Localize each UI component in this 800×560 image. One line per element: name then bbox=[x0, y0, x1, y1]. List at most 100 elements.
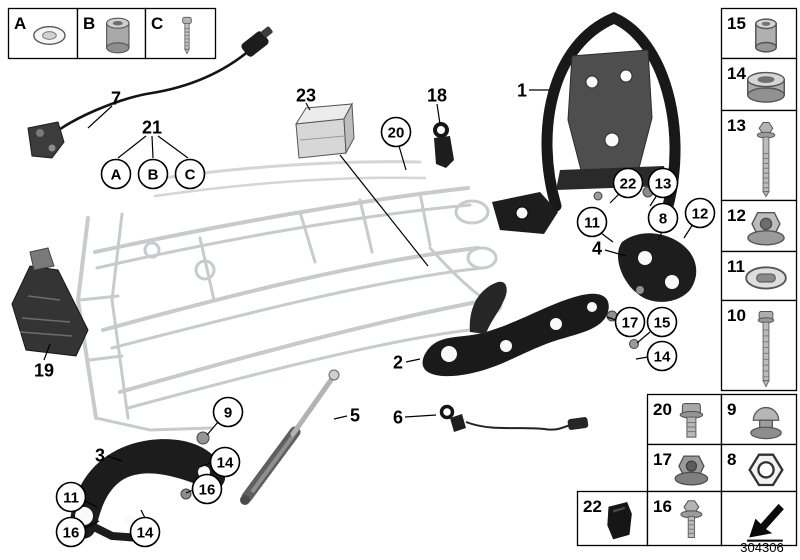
part-box-direction_arrow[interactable] bbox=[720, 490, 798, 547]
callout-number: 14 bbox=[217, 454, 234, 471]
part-box-label: C bbox=[151, 14, 163, 33]
part-box-C[interactable]: C bbox=[144, 7, 217, 60]
leader-lines bbox=[43, 89, 694, 529]
part-box-label: 13 bbox=[727, 116, 746, 135]
callout-number: 22 bbox=[620, 175, 637, 192]
callout-number: 14 bbox=[654, 348, 671, 365]
part-box-12[interactable]: 12 bbox=[720, 199, 798, 253]
part-label-2[interactable]: 2 bbox=[393, 352, 403, 372]
callout-C[interactable]: C bbox=[174, 158, 206, 190]
callout-number: 8 bbox=[659, 210, 667, 227]
callout-number: 14 bbox=[137, 524, 154, 541]
grommet-icon bbox=[745, 266, 787, 290]
callout-16[interactable]: 16 bbox=[55, 516, 87, 548]
part-5-gas-strut bbox=[240, 369, 340, 505]
part-box-13[interactable]: 13 bbox=[720, 109, 798, 202]
document-number: 304306 bbox=[740, 540, 783, 555]
part-label-19[interactable]: 19 bbox=[34, 360, 54, 380]
folding-top-frame-ghost bbox=[75, 160, 503, 432]
part-box-label: A bbox=[14, 14, 26, 33]
flange_nut-icon bbox=[747, 212, 785, 246]
callout-12[interactable]: 12 bbox=[684, 197, 716, 229]
callout-13[interactable]: 13 bbox=[647, 167, 679, 199]
part-label-6[interactable]: 6 bbox=[393, 407, 403, 427]
screw_washer-icon bbox=[680, 500, 703, 539]
part-2-main-bracket bbox=[422, 281, 639, 377]
part-18-bracket bbox=[433, 122, 454, 168]
callout-number: 16 bbox=[63, 524, 80, 541]
callout-11[interactable]: 11 bbox=[576, 206, 608, 238]
part-box-8[interactable]: 8 bbox=[720, 443, 798, 493]
part-label-7[interactable]: 7 bbox=[111, 88, 121, 108]
washer-icon bbox=[33, 26, 66, 45]
callout-20[interactable]: 20 bbox=[380, 116, 412, 148]
callout-number: C bbox=[185, 166, 196, 183]
callout-A[interactable]: A bbox=[100, 158, 132, 190]
callout-number: A bbox=[111, 166, 122, 183]
part-6-sensor-clip bbox=[439, 404, 589, 432]
part-box-label: 22 bbox=[583, 497, 602, 516]
part-box-11[interactable]: 11 bbox=[720, 250, 798, 302]
sensor-cable-plug bbox=[567, 417, 589, 430]
callout-14[interactable]: 14 bbox=[129, 516, 161, 548]
part-23-module bbox=[295, 102, 355, 159]
part-box-20[interactable]: 20 bbox=[646, 393, 723, 446]
callout-14[interactable]: 14 bbox=[646, 340, 678, 372]
screw_long-icon bbox=[757, 310, 775, 388]
part-box-label: B bbox=[83, 14, 95, 33]
callout-number: 15 bbox=[654, 314, 671, 331]
callout-15[interactable]: 15 bbox=[646, 306, 678, 338]
buffer_clip-icon bbox=[607, 502, 632, 540]
part-7-cable-sensor bbox=[27, 26, 273, 159]
ball_pin-icon bbox=[750, 406, 782, 440]
callout-number: 12 bbox=[692, 205, 709, 222]
part-box-label: 15 bbox=[727, 14, 746, 33]
part-box-9[interactable]: 9 bbox=[720, 393, 798, 446]
part-label-1[interactable]: 1 bbox=[517, 80, 527, 100]
part-box-A[interactable]: A bbox=[7, 7, 79, 60]
hex_nut-icon bbox=[748, 453, 784, 487]
part-box-label: 11 bbox=[727, 257, 745, 276]
part-box-label: 8 bbox=[727, 450, 736, 469]
callout-number: 11 bbox=[584, 214, 600, 231]
part-box-16[interactable]: 16 bbox=[646, 490, 723, 547]
part-box-label: 12 bbox=[727, 206, 746, 225]
callout-number: 17 bbox=[622, 314, 639, 331]
part-box-22[interactable]: 22 bbox=[576, 490, 649, 547]
bolt_short-icon bbox=[679, 403, 704, 438]
part-box-label: 10 bbox=[727, 306, 746, 325]
direction_arrow-icon bbox=[747, 503, 784, 542]
part-box-15[interactable]: 15 bbox=[720, 7, 798, 60]
callout-9[interactable]: 9 bbox=[212, 396, 244, 428]
part-label-4[interactable]: 4 bbox=[592, 238, 602, 258]
part-box-17[interactable]: 17 bbox=[646, 443, 723, 493]
part-box-14[interactable]: 14 bbox=[720, 57, 798, 112]
callout-22[interactable]: 22 bbox=[612, 167, 644, 199]
callout-B[interactable]: B bbox=[137, 158, 169, 190]
sleeve-icon bbox=[755, 18, 777, 53]
callout-14[interactable]: 14 bbox=[209, 446, 241, 478]
part-label-5[interactable]: 5 bbox=[350, 405, 360, 425]
callout-17[interactable]: 17 bbox=[614, 306, 646, 338]
part-4-pivot-bracket bbox=[617, 233, 697, 302]
part-1-tension-frame bbox=[492, 12, 681, 234]
part-box-10[interactable]: 10 bbox=[720, 299, 798, 392]
part-box-label: 14 bbox=[727, 64, 746, 83]
callout-11[interactable]: 11 bbox=[55, 481, 87, 513]
part-19-cover-panel bbox=[11, 247, 89, 357]
callout-number: 20 bbox=[388, 124, 405, 141]
bushing-icon bbox=[106, 17, 130, 54]
callout-8[interactable]: 8 bbox=[647, 202, 679, 234]
part-label-18[interactable]: 18 bbox=[427, 85, 447, 105]
callout-16[interactable]: 16 bbox=[191, 473, 223, 505]
part-box-label: 9 bbox=[727, 400, 736, 419]
part-box-B[interactable]: B bbox=[76, 7, 147, 60]
screw_legend-icon bbox=[182, 16, 192, 55]
bushing_round-icon bbox=[747, 71, 785, 103]
part-label-21[interactable]: 21 bbox=[142, 117, 162, 137]
part-label-3[interactable]: 3 bbox=[95, 445, 105, 465]
part-label-23[interactable]: 23 bbox=[296, 85, 316, 105]
callout-number: 9 bbox=[224, 404, 232, 421]
